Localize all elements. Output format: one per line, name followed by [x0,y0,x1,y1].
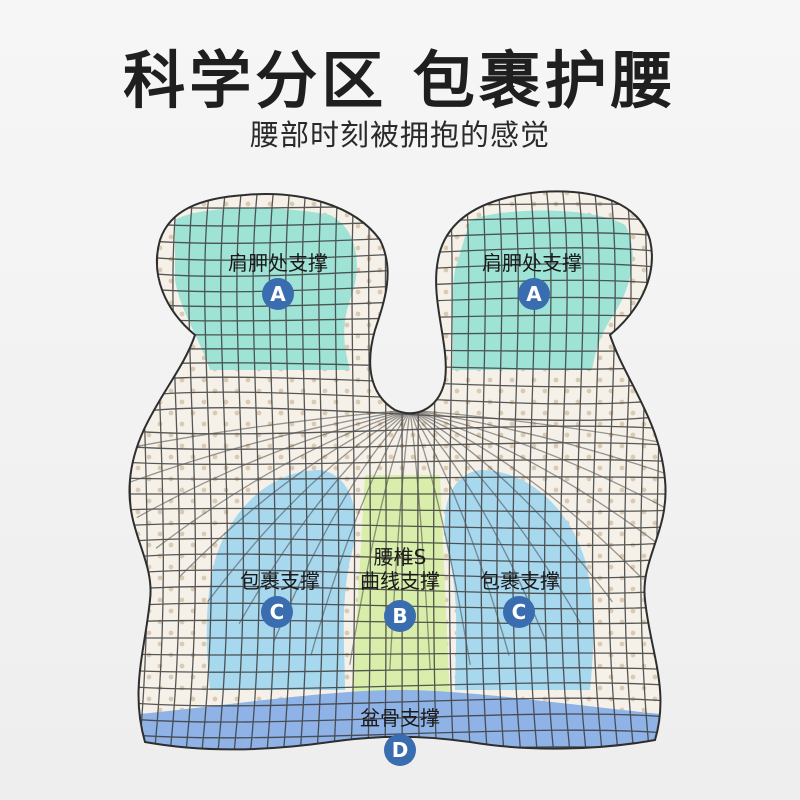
zone-d-label: 盆骨支撑 [360,706,440,730]
zone-c-right-label: 包裹支撑 [480,569,560,593]
zone-a-right-badge: A [518,278,550,310]
zone-b-badge: B [384,600,416,632]
page-title: 科学分区 包裹护腰 [123,44,677,117]
cushion-outline [128,190,667,751]
zone-a-left-label: 肩胛处支撑 [228,251,328,275]
zone-c-left-badge: C [261,596,293,628]
zone-a-right-label: 肩胛处支撑 [482,251,582,275]
zone-c-right-badge: C [503,596,535,628]
zone-d-badge: D [384,734,416,766]
zone-b-area [352,475,450,700]
zone-b-label-line2: 曲线支撑 [360,569,440,593]
zone-a-left-badge: A [262,278,294,310]
zone-c-left-label: 包裹支撑 [240,569,320,593]
zone-b-label-line1: 腰椎S [373,545,427,569]
mesh-grid [129,191,666,750]
zone-b-label: 腰椎S 曲线支撑 [345,545,455,593]
page-subtitle: 腰部时刻被拥抱的感觉 [249,118,550,152]
